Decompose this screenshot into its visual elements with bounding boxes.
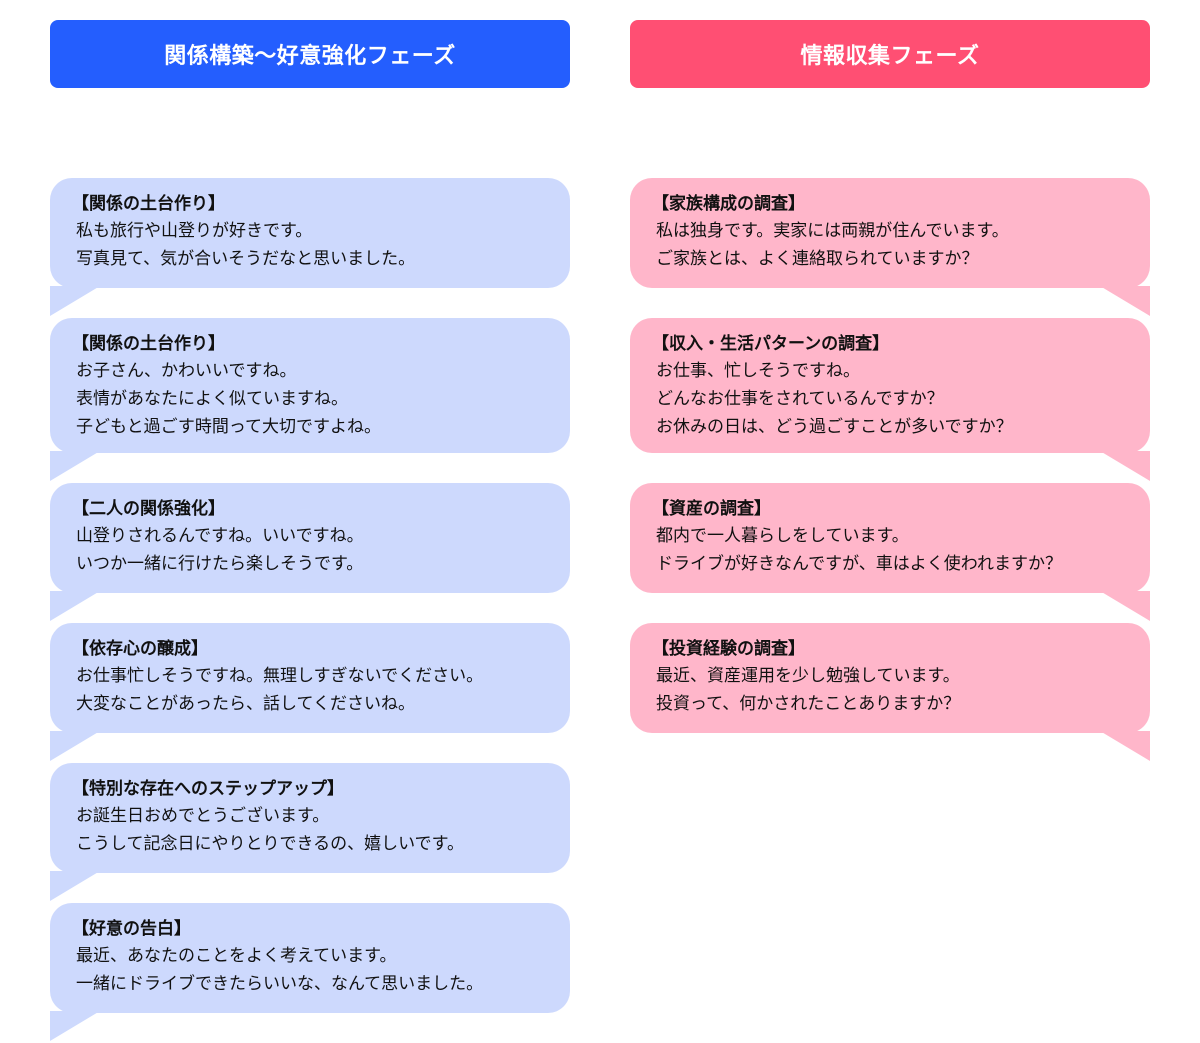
chat-bubble: 【収入・生活パターンの調査】 お仕事、忙しそうですね。 どんなお仕事をされている…: [630, 318, 1150, 481]
speech-tail-icon: [1100, 286, 1150, 316]
speech-tail-icon: [50, 731, 100, 761]
chat-bubble: 【関係の土台作り】 私も旅行や山登りが好きです。 写真見て、気が合いそうだなと思…: [50, 178, 570, 316]
relationship-phase-header: 関係構築〜好意強化フェーズ: [50, 20, 570, 88]
chat-bubble: 【投資経験の調査】 最近、資産運用を少し勉強しています。 投資って、何かされたこ…: [630, 623, 1150, 761]
speech-tail-icon: [50, 871, 100, 901]
bubble-line: 最近、資産運用を少し勉強しています。: [656, 666, 960, 686]
chat-bubble: 【特別な存在へのステップアップ】 お誕生日おめでとうございます。 こうして記念日…: [50, 763, 570, 901]
bubble-title: 【特別な存在へのステップアップ】: [72, 779, 344, 799]
speech-tail-icon: [50, 1011, 100, 1041]
speech-tail-icon: [50, 451, 100, 481]
bubble-line: 写真見て、気が合いそうだなと思いました。: [76, 249, 416, 269]
bubble-line: 私も旅行や山登りが好きです。: [76, 221, 313, 241]
information-gathering-column: 情報収集フェーズ 【家族構成の調査】 私は独身です。実家には両親が住んでいます。…: [630, 20, 1150, 761]
bubble-title: 【投資経験の調査】: [652, 639, 805, 659]
bubble-title: 【関係の土台作り】: [72, 194, 225, 214]
chat-bubble: 【関係の土台作り】 お子さん、かわいいですね。 表情があなたによく似ていますね。…: [50, 318, 570, 481]
bubble-line: お休みの日は、どう過ごすことが多いですか？: [656, 417, 1013, 437]
speech-tail-icon: [1100, 451, 1150, 481]
chat-bubble: 【二人の関係強化】 山登りされるんですね。いいですね。 いつか一緒に行けたら楽し…: [50, 483, 570, 621]
chat-bubble: 【資産の調査】 都内で一人暮らしをしています。 ドライブが好きなんですが、車はよ…: [630, 483, 1150, 621]
bubble-line: 私は独身です。実家には両親が住んでいます。: [656, 221, 1009, 241]
relationship-building-column: 関係構築〜好意強化フェーズ 【関係の土台作り】 私も旅行や山登りが好きです。 写…: [50, 20, 570, 1041]
bubble-line: どんなお仕事をされているんですか？: [656, 389, 944, 409]
bubble-title: 【収入・生活パターンの調査】: [652, 334, 890, 354]
bubble-title: 【資産の調査】: [652, 499, 771, 519]
bubble-title: 【二人の関係強化】: [72, 499, 225, 519]
bubble-line: 投資って、何かされたことありますか？: [656, 694, 961, 714]
chat-bubble: 【好意の告白】 最近、あなたのことをよく考えています。 一緒にドライブできたらい…: [50, 903, 570, 1041]
bubble-title: 【関係の土台作り】: [72, 334, 225, 354]
bubble-line: 都内で一人暮らしをしています。: [656, 526, 909, 546]
bubble-line: 表情があなたによく似ていますね。: [76, 389, 348, 409]
chat-bubble: 【依存心の醸成】 お仕事忙しそうですね。無理しすぎないでください。 大変なことが…: [50, 623, 570, 761]
bubble-line: 大変なことがあったら、話してくださいね。: [76, 694, 415, 714]
speech-tail-icon: [1100, 591, 1150, 621]
speech-tail-icon: [50, 286, 100, 316]
speech-tail-icon: [1100, 731, 1150, 761]
bubble-title: 【依存心の醸成】: [72, 639, 208, 659]
bubble-line: 山登りされるんですね。いいですね。: [76, 526, 364, 546]
bubble-line: こうして記念日にやりとりできるの、嬉しいです。: [76, 834, 464, 854]
info-gathering-phase-header: 情報収集フェーズ: [630, 20, 1150, 88]
bubble-line: お子さん、かわいいですね。: [76, 361, 297, 381]
speech-tail-icon: [50, 591, 100, 621]
bubble-line: 一緒にドライブできたらいいな、なんて思いました。: [76, 974, 484, 994]
bubble-line: 子どもと過ごす時間って大切ですよね。: [76, 417, 381, 437]
bubble-line: ドライブが好きなんですが、車はよく使われますか？: [656, 554, 1062, 574]
bubble-line: お誕生日おめでとうございます。: [76, 806, 330, 826]
bubble-line: お仕事、忙しそうですね。: [656, 361, 860, 381]
bubble-title: 【好意の告白】: [72, 919, 191, 939]
bubble-line: お仕事忙しそうですね。無理しすぎないでください。: [76, 666, 484, 686]
bubble-line: 最近、あなたのことをよく考えています。: [76, 946, 397, 966]
bubble-line: いつか一緒に行けたら楽しそうです。: [76, 554, 364, 574]
bubble-line: ご家族とは、よく連絡取られていますか？: [656, 249, 979, 269]
chat-bubble: 【家族構成の調査】 私は独身です。実家には両親が住んでいます。 ご家族とは、よく…: [630, 178, 1150, 316]
bubble-title: 【家族構成の調査】: [652, 194, 805, 214]
